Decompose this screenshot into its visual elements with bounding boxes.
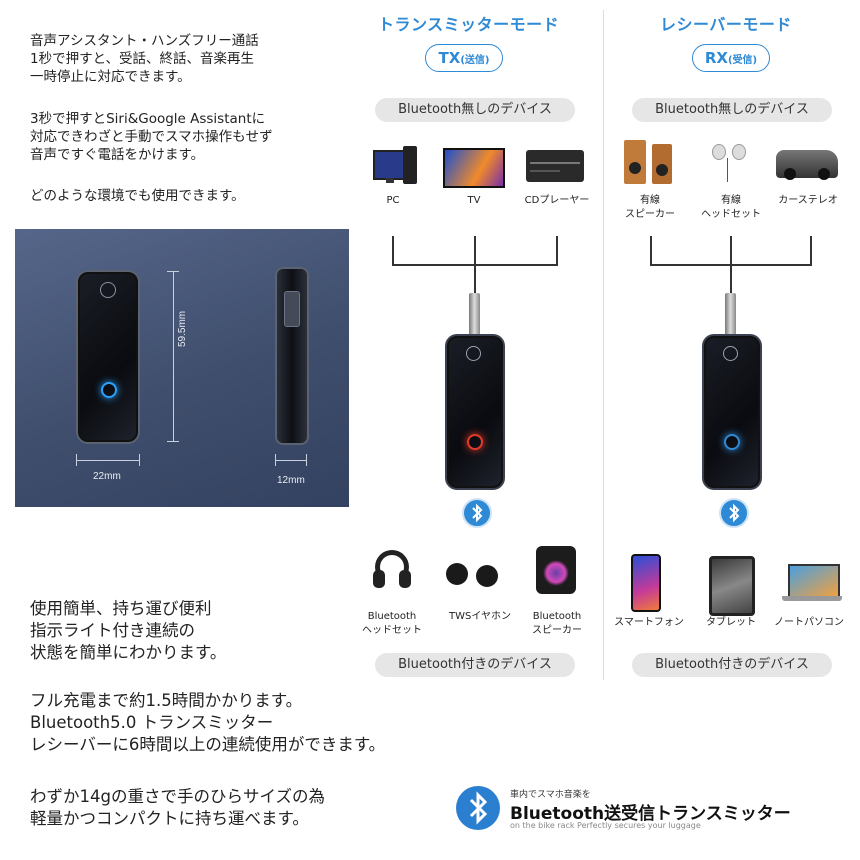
bluetooth-logo-icon xyxy=(456,786,500,830)
tablet-icon xyxy=(709,556,755,616)
rx-bottom-device-label: ノートパソコン xyxy=(774,617,844,628)
device-side-view xyxy=(275,267,309,445)
column-divider xyxy=(603,10,604,680)
tx-top-device-label: PC xyxy=(386,195,400,206)
tx-bottom-device-label: Bluetooth ヘッドセット xyxy=(362,611,422,636)
bluetooth-headset-icon xyxy=(371,548,415,592)
slide-switch-icon xyxy=(284,291,300,327)
tx-bottom-device-label: TWSイヤホン xyxy=(448,611,512,622)
footer-tagline: on the bike rack Perfectly secures your … xyxy=(510,821,701,830)
tx-audio-jack-icon xyxy=(469,293,480,335)
rx-top-device-label: 有線 スピーカー xyxy=(625,195,675,220)
rx-led-icon xyxy=(724,434,740,450)
bluetooth-speaker-icon xyxy=(536,546,576,594)
assistant-description: 3秒で押すとSiri&Google Assistantに 対応できわざと手動でス… xyxy=(30,111,273,163)
rx-power-icon xyxy=(723,346,738,361)
battery-description: フル充電まで約1.5時間かかります。 Bluetooth5.0 トランスミッター… xyxy=(30,691,386,754)
rx-bottom-category: Bluetooth付きのデバイス xyxy=(632,653,832,677)
rx-mode-label: RX xyxy=(704,49,728,67)
hands-free-description: 音声アシスタント・ハンズフリー通話 1秒で押すと、受話、終話、音楽再生 一時停止… xyxy=(30,33,259,85)
wired-headset-icon xyxy=(710,140,748,184)
laptop-icon xyxy=(788,564,840,598)
tx-top-device-label: TV xyxy=(467,195,481,206)
rx-top-device-label: 有線 ヘッドセット xyxy=(701,195,761,220)
tx-mode-badge: TX(送信) xyxy=(425,44,503,72)
rx-mode-sub: (受信) xyxy=(727,55,758,66)
wired-speaker-icon xyxy=(624,140,676,188)
rx-device-illustration xyxy=(702,334,762,490)
rx-audio-jack-icon xyxy=(725,293,736,335)
tx-title: トランスミッターモード xyxy=(378,15,560,34)
tws-earbuds-icon xyxy=(446,563,502,589)
smartphone-icon xyxy=(631,554,661,612)
rx-top-category: Bluetooth無しのデバイス xyxy=(632,98,832,122)
rx-mode-badge: RX(受信) xyxy=(692,44,770,72)
usage-description: 使用簡単、持ち運び便利 指示ライト付き連続の 状態を簡単にわかります。 xyxy=(30,599,227,662)
device-front-view xyxy=(76,270,140,444)
depth-dimension: 12mm xyxy=(277,475,305,486)
car-stereo-icon xyxy=(776,150,838,180)
tx-top-category: Bluetooth無しのデバイス xyxy=(375,98,575,122)
cd-player-icon xyxy=(526,150,584,182)
bluetooth-icon xyxy=(462,498,492,528)
footer-headline: Bluetooth送受信トランスミッター xyxy=(510,804,791,824)
environment-description: どのような環境でも使用できます。 xyxy=(30,188,245,204)
tx-device-illustration xyxy=(445,334,505,490)
rx-top-device-label: カーステレオ xyxy=(778,195,838,206)
rx-bottom-device-label: スマートフォン xyxy=(614,617,684,628)
tx-mode-sub: (送信) xyxy=(460,55,490,66)
tx-led-icon xyxy=(467,434,483,450)
power-button-icon xyxy=(100,282,116,298)
bluetooth-icon xyxy=(719,498,749,528)
dimension-panel: 59.5mm 22mm 12mm xyxy=(15,229,349,507)
width-dimension: 22mm xyxy=(93,471,121,482)
tv-icon xyxy=(443,148,505,188)
led-indicator-icon xyxy=(101,382,117,398)
height-dimension: 59.5mm xyxy=(177,310,188,347)
weight-description: わずか14gの重さで手のひらサイズの為 軽量かつコンパクトに持ち運べます。 xyxy=(30,787,325,828)
tx-mode-label: TX xyxy=(438,49,461,67)
pc-icon xyxy=(373,146,417,186)
footer-small-text: 車内でスマホ音楽を xyxy=(510,790,591,800)
tx-power-icon xyxy=(466,346,481,361)
rx-bottom-device-label: タブレット xyxy=(706,617,756,628)
tx-bottom-device-label: Bluetooth スピーカー xyxy=(532,611,582,636)
tx-bottom-category: Bluetooth付きのデバイス xyxy=(375,653,575,677)
rx-title: レシーバーモード xyxy=(660,15,792,34)
tx-top-device-label: CDプレーヤー xyxy=(524,195,590,206)
